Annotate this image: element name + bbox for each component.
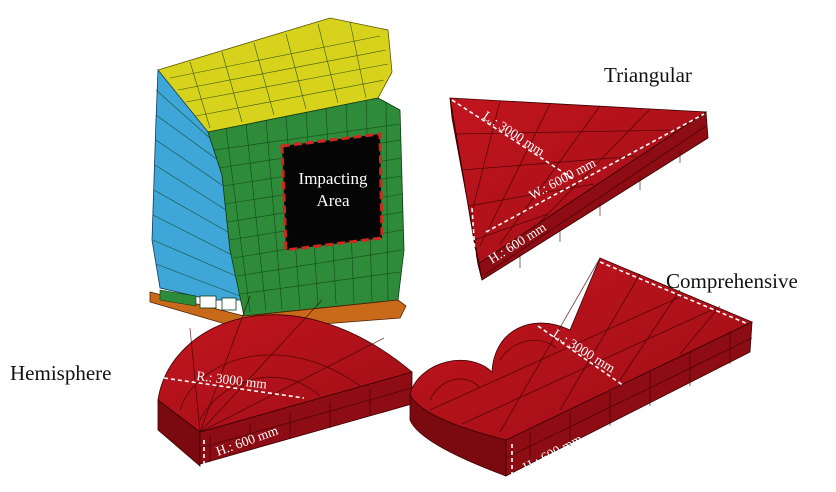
bottom-plate [149, 291, 407, 331]
ship-side-structure: Impacting Area [149, 17, 407, 331]
impacting-area: Impacting Area [280, 132, 384, 252]
impacting-area-box [280, 132, 384, 252]
impacting-area-label-line1: Impacting [299, 169, 368, 188]
hemisphere-label: Hemisphere [10, 361, 111, 385]
triangular-label: Triangular [604, 63, 692, 87]
comprehensive-label: Comprehensive [666, 269, 798, 293]
comprehensive-indenter: L.: 3000 mm H.: 600 mm [409, 257, 753, 482]
comprehensive-top-face [409, 257, 753, 441]
triangular-indenter: L.: 3000 mm W.: 6000 mm H.: 600 mm [449, 97, 709, 281]
bottom-frame-openings [159, 289, 237, 311]
impacting-area-label-line2: Area [316, 191, 349, 210]
hemisphere-top-face [157, 314, 413, 433]
hemisphere-indenter: R.: 3000 mm H.: 600 mm [157, 295, 413, 468]
